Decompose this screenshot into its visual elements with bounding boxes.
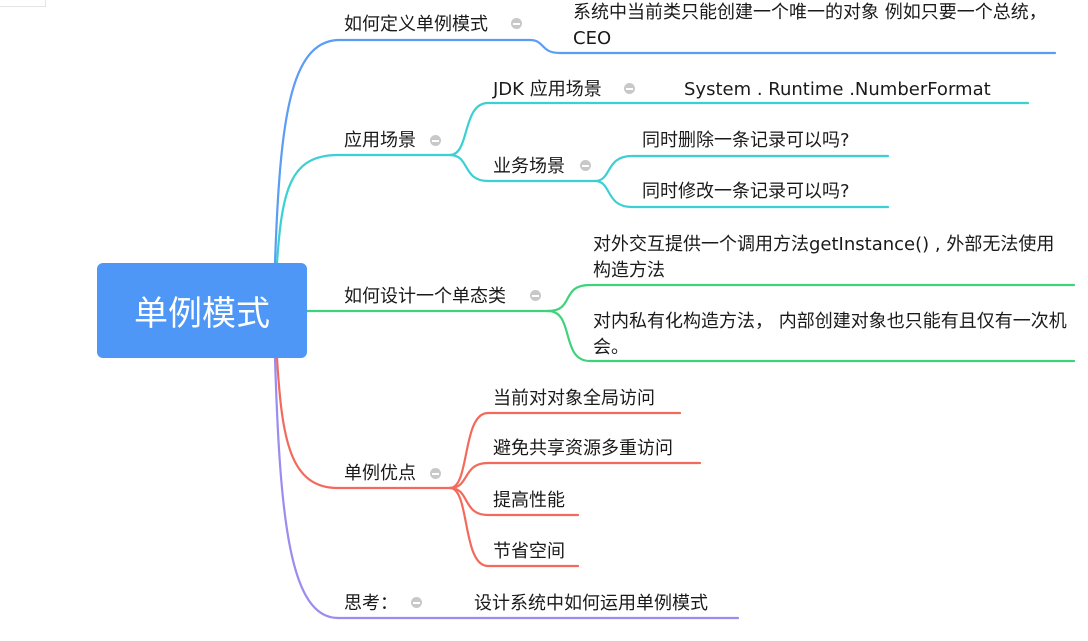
connector-root-think [273, 356, 340, 620]
branch-design-label: 如何设计一个单态类 [344, 286, 506, 307]
leaf-design-internal: 对内私有化构造方法， 内部创建对象也只能有且仅有一次机会。 [593, 311, 1067, 358]
connector-adv-1 [448, 411, 682, 490]
branch-scenario[interactable]: 应用场景 [344, 130, 416, 152]
node-jdk-label: JDK 应用场景 [493, 79, 602, 100]
leaf-think-apply-label: 设计系统中如何运用单例模式 [474, 593, 708, 614]
leaf-jdk-classes[interactable]: System . Runtime .NumberFormat [684, 79, 991, 101]
leaf-business-modify-label: 同时修改一条记录可以吗? [642, 181, 850, 202]
connector-adv-4 [448, 486, 580, 568]
leaf-adv-global-access-label: 当前对对象全局访问 [493, 388, 655, 409]
node-business-label: 业务场景 [493, 156, 565, 177]
leaf-adv-avoid-multi-access[interactable]: 避免共享资源多重访问 [493, 438, 673, 460]
collapse-toggle-icon[interactable] [624, 83, 635, 94]
leaf-jdk-classes-label: System . Runtime .NumberFormat [684, 79, 991, 100]
connector-adv-2 [448, 461, 702, 490]
leaf-adv-save-space[interactable]: 节省空间 [493, 541, 565, 563]
branch-scenario-label: 应用场景 [344, 130, 416, 151]
collapse-toggle-icon[interactable] [430, 468, 441, 479]
collapse-toggle-icon[interactable] [530, 290, 541, 301]
connector-design-external [546, 283, 1076, 313]
connector-adv-3 [448, 486, 580, 517]
connector-business-delete [593, 154, 890, 183]
leaf-business-delete[interactable]: 同时删除一条记录可以吗? [642, 130, 850, 152]
branch-think-label: 思考： [344, 593, 398, 614]
leaf-design-external: 对外交互提供一个调用方法getInstance() , 外部无法使用构造方法 [593, 234, 1055, 281]
leaf-adv-performance[interactable]: 提高性能 [493, 490, 565, 512]
leaf-define-text: 系统中当前类只能创建一个唯一的对象 例如只要一个总统，CEO [573, 2, 1047, 49]
leaf-adv-avoid-multi-access-label: 避免共享资源多重访问 [493, 438, 673, 459]
branch-advantages[interactable]: 单例优点 [344, 463, 416, 485]
leaf-business-delete-label: 同时删除一条记录可以吗? [642, 130, 850, 151]
collapse-toggle-icon[interactable] [430, 135, 441, 146]
branch-define-label: 如何定义单例模式 [344, 14, 488, 35]
leaf-adv-performance-label: 提高性能 [493, 490, 565, 511]
root-label: 单例模式 [134, 294, 270, 334]
connector-scenario-business [448, 153, 597, 183]
leaf-business-modify[interactable]: 同时修改一条记录可以吗? [642, 181, 850, 203]
branch-design[interactable]: 如何设计一个单态类 [344, 286, 506, 308]
connector-root-advantages [275, 356, 340, 490]
branch-advantages-label: 单例优点 [344, 463, 416, 484]
branch-define[interactable]: 如何定义单例模式 [344, 14, 488, 36]
connector-scenario-jdk [448, 101, 602, 157]
connector-root-scenario [275, 153, 340, 265]
leaf-think-apply[interactable]: 设计系统中如何运用单例模式 [474, 593, 708, 615]
leaf-adv-save-space-label: 节省空间 [493, 541, 565, 562]
connector-business-modify [593, 179, 890, 209]
canvas-corner-frame [0, 0, 46, 7]
node-jdk-scenario[interactable]: JDK 应用场景 [493, 79, 602, 101]
node-business-scenario[interactable]: 业务场景 [493, 156, 565, 178]
connector-design-internal [546, 309, 1076, 363]
collapse-toggle-icon[interactable] [580, 160, 591, 171]
leaf-adv-global-access[interactable]: 当前对对象全局访问 [493, 388, 655, 410]
connector-define-child [528, 38, 1057, 55]
connector-root-define [273, 38, 340, 265]
root-node[interactable]: 单例模式 [97, 263, 307, 358]
collapse-toggle-icon[interactable] [411, 597, 422, 608]
collapse-toggle-icon[interactable] [511, 18, 522, 29]
branch-think[interactable]: 思考： [344, 593, 398, 615]
